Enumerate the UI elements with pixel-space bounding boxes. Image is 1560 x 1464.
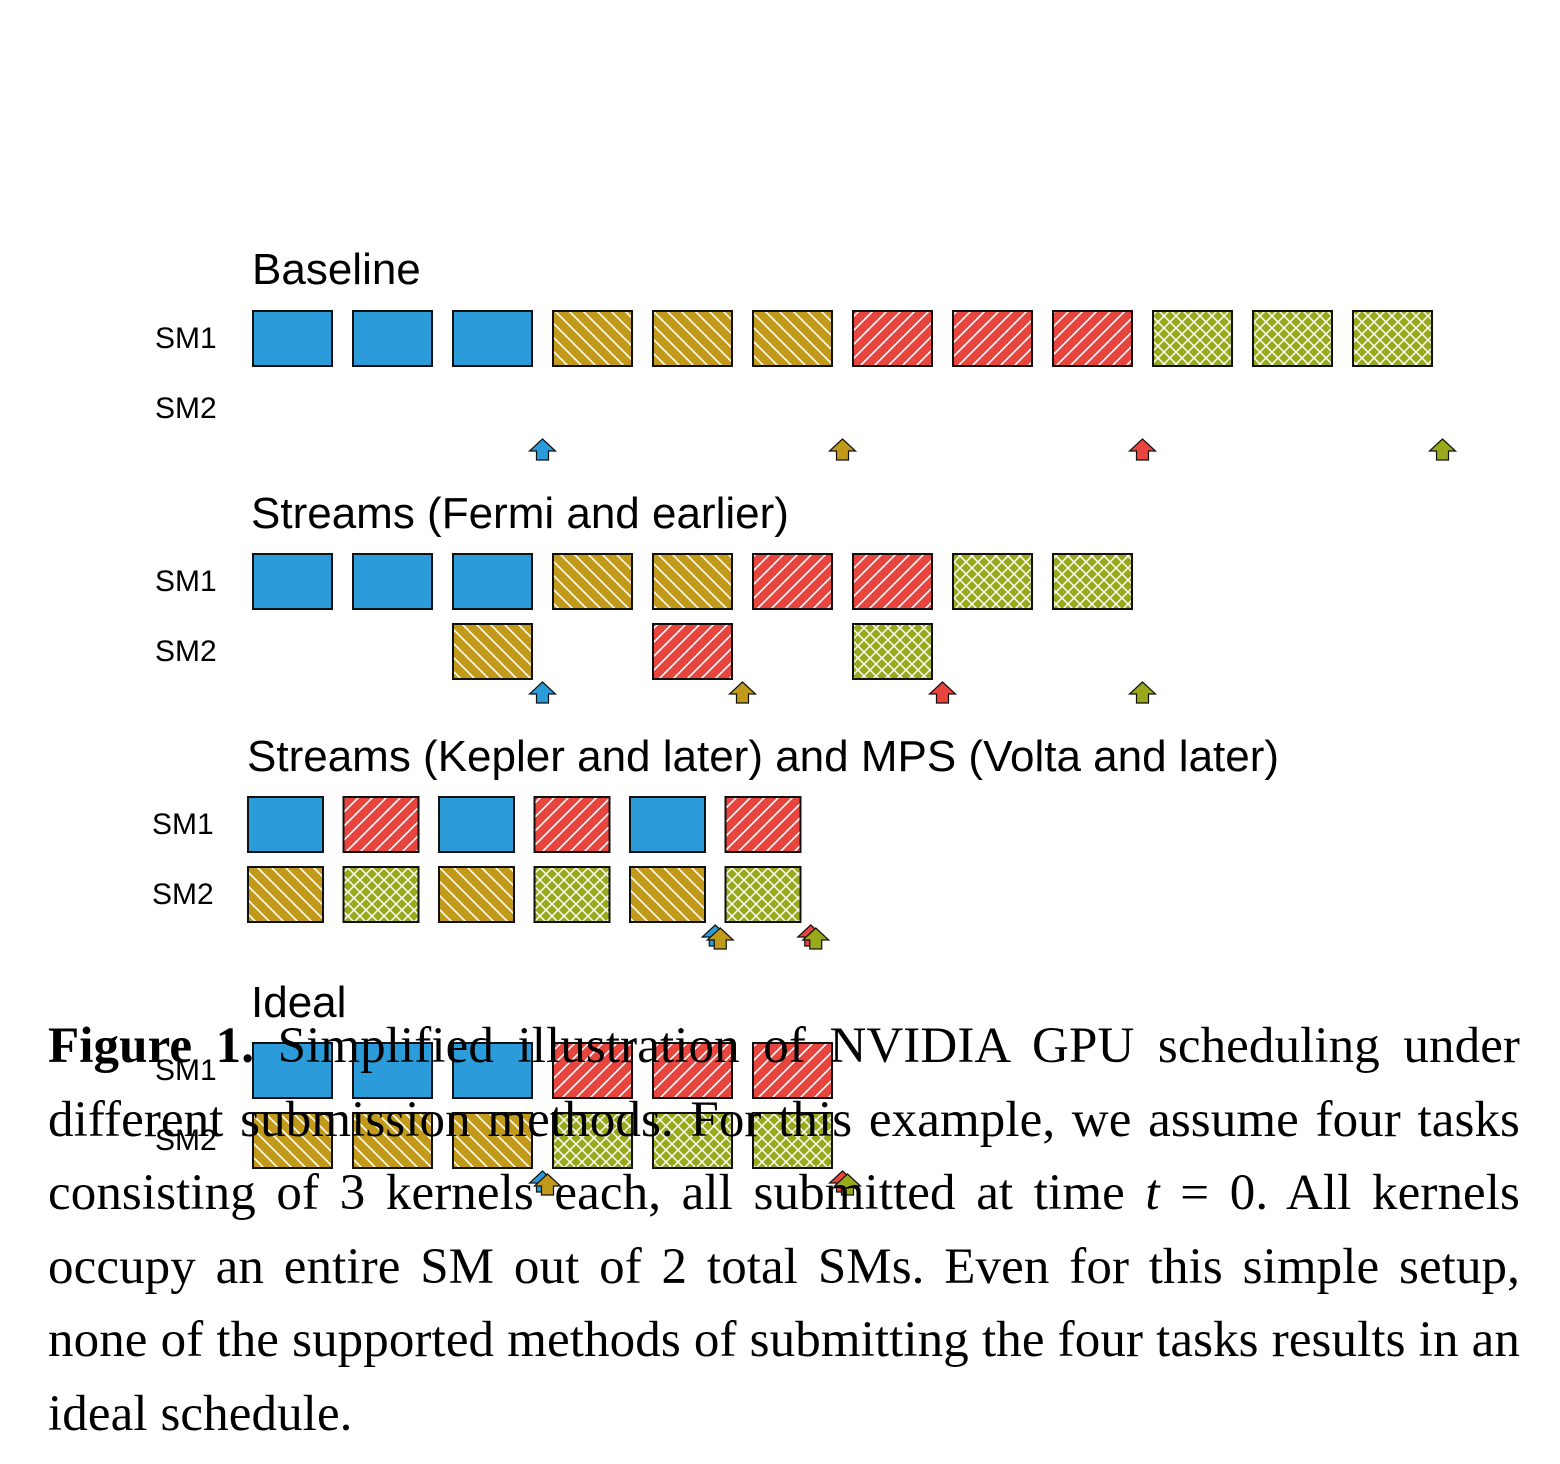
kernel-block-sm1-task-B xyxy=(552,553,633,610)
kernel-block-sm1-task-A xyxy=(252,1042,333,1099)
completion-arrow-task-C xyxy=(927,681,958,704)
panel-title-ideal: Ideal xyxy=(251,978,346,1027)
kernel-block-sm2-task-D xyxy=(652,1112,733,1169)
kernel-block-sm2-task-B xyxy=(247,866,324,923)
completion-arrow-task-D xyxy=(1427,438,1458,461)
kernel-block-sm1-task-A xyxy=(452,310,533,367)
kernel-block-sm2-task-D xyxy=(552,1112,633,1169)
panel-title-streams-fermi: Streams (Fermi and earlier) xyxy=(251,489,789,538)
sm2-label: SM2 xyxy=(155,1124,217,1157)
kernel-block-sm1-task-A xyxy=(452,553,533,610)
kernel-block-sm1-task-B xyxy=(652,553,733,610)
kernel-block-sm1-task-A xyxy=(352,310,433,367)
completion-arrow-task-D xyxy=(832,1173,863,1196)
kernel-block-sm1-task-C xyxy=(752,1042,833,1099)
kernel-block-sm1-task-D xyxy=(1152,310,1233,367)
completion-arrow-task-A xyxy=(527,681,558,704)
kernel-block-sm1-task-C xyxy=(952,310,1033,367)
completion-arrows xyxy=(527,438,1458,1196)
kernel-block-sm1-task-C xyxy=(652,1042,733,1099)
sm2-label: SM2 xyxy=(155,392,217,425)
sm1-label: SM1 xyxy=(155,565,217,598)
kernel-block-sm2-task-D xyxy=(752,1112,833,1169)
completion-arrow-task-A xyxy=(527,438,558,461)
kernel-block-sm2-task-B xyxy=(352,1112,433,1169)
panel-title-baseline: Baseline xyxy=(252,245,421,294)
kernel-block-sm1-task-A xyxy=(629,796,706,853)
completion-arrow-task-D xyxy=(1127,681,1158,704)
kernel-block-sm1-task-C xyxy=(724,796,802,853)
caption-math-variable: t xyxy=(1145,1165,1160,1221)
sm1-label: SM1 xyxy=(155,1054,217,1087)
figure-label: Figure 1. xyxy=(48,1018,255,1074)
completion-arrow-task-B xyxy=(827,438,858,461)
sm2-label: SM2 xyxy=(155,635,217,668)
sm1-label: SM1 xyxy=(152,808,214,841)
kernel-block-sm2-task-C xyxy=(652,623,733,680)
completion-arrow-task-C xyxy=(1127,438,1158,461)
completion-arrow-task-B xyxy=(705,927,735,950)
figure-caption: Figure 1. Simplified illustration of NVI… xyxy=(48,1010,1520,1451)
kernel-block-sm1-task-C xyxy=(752,553,833,610)
completion-arrow-task-B xyxy=(727,681,758,704)
kernel-block-sm1-task-D xyxy=(952,553,1033,610)
kernel-block-sm1-task-D xyxy=(1252,310,1333,367)
kernel-block-sm2-task-B xyxy=(629,866,706,923)
sm2-label: SM2 xyxy=(152,878,214,911)
kernel-blocks xyxy=(247,310,1433,1169)
kernel-block-sm1-task-C xyxy=(552,1042,633,1099)
kernel-block-sm2-task-D xyxy=(852,623,933,680)
caption-text-1: Simplified illustration of NVIDIA GPU sc… xyxy=(48,1018,1521,1221)
kernel-block-sm1-task-B xyxy=(552,310,633,367)
kernel-block-sm2-task-B xyxy=(252,1112,333,1169)
kernel-block-sm1-task-C xyxy=(1052,310,1133,367)
kernel-block-sm1-task-D xyxy=(1352,310,1433,367)
kernel-block-sm1-task-A xyxy=(247,796,324,853)
kernel-block-sm1-task-A xyxy=(452,1042,533,1099)
completion-arrow-task-D xyxy=(801,927,831,950)
kernel-block-sm2-task-D xyxy=(342,866,420,923)
kernel-block-sm2-task-B xyxy=(452,623,533,680)
kernel-block-sm1-task-C xyxy=(852,553,933,610)
panel-title-streams-kepler-mps: Streams (Kepler and later) and MPS (Volt… xyxy=(247,732,1279,781)
completion-arrow-task-B xyxy=(532,1173,563,1196)
kernel-block-sm2-task-B xyxy=(438,866,515,923)
kernel-block-sm1-task-A xyxy=(252,553,333,610)
kernel-block-sm1-task-D xyxy=(1052,553,1133,610)
kernel-block-sm2-task-D xyxy=(724,866,802,923)
kernel-block-sm1-task-A xyxy=(438,796,515,853)
caption-math-rest: = 0 xyxy=(1159,1165,1256,1221)
kernel-block-sm1-task-C xyxy=(852,310,933,367)
kernel-block-sm2-task-D xyxy=(533,866,611,923)
kernel-block-sm1-task-C xyxy=(533,796,611,853)
kernel-block-sm1-task-A xyxy=(252,310,333,367)
sm1-label: SM1 xyxy=(155,322,217,355)
kernel-block-sm2-task-B xyxy=(452,1112,533,1169)
kernel-block-sm1-task-A xyxy=(352,1042,433,1099)
kernel-block-sm1-task-B xyxy=(652,310,733,367)
kernel-block-sm1-task-B xyxy=(752,310,833,367)
caption-text-2: . All kernels occupy an entire SM out of… xyxy=(48,1165,1520,1442)
kernel-block-sm1-task-C xyxy=(342,796,420,853)
kernel-block-sm1-task-A xyxy=(352,553,433,610)
